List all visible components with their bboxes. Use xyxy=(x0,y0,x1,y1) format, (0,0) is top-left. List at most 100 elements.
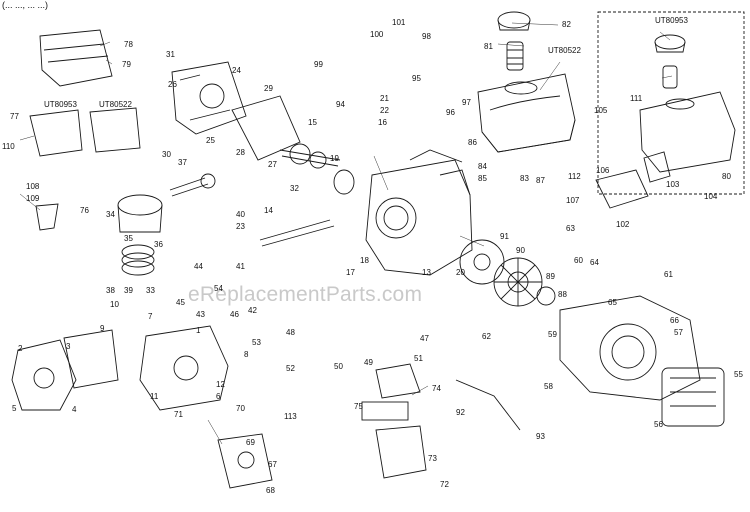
callout-62: 62 xyxy=(482,332,491,341)
flywheel xyxy=(459,239,505,285)
callout-24: 24 xyxy=(232,66,241,75)
callout-42: 42 xyxy=(248,306,257,315)
callout-107: 107 xyxy=(566,196,580,205)
callout-18: 18 xyxy=(360,256,369,265)
kit-label-ut80522-left: UT80522 xyxy=(99,100,132,109)
callout-77: 77 xyxy=(10,112,19,121)
callout-32: 32 xyxy=(290,184,299,193)
callout-94: 94 xyxy=(336,100,345,109)
callout-52: 52 xyxy=(286,364,295,373)
callout-57: 57 xyxy=(674,328,683,337)
callout-89: 89 xyxy=(546,272,555,281)
callout-27: 27 xyxy=(268,160,277,169)
muffler-left xyxy=(29,109,83,157)
fuel-filter-right xyxy=(662,65,678,89)
callout-100: 100 xyxy=(370,30,384,39)
callout-19: 19 xyxy=(330,154,339,163)
callout-23: 23 xyxy=(236,222,245,231)
connecting-rod xyxy=(169,173,216,197)
callout-31: 31 xyxy=(166,50,175,59)
callout-21: 21 xyxy=(380,94,389,103)
piston xyxy=(117,194,163,233)
cylinder-head xyxy=(139,325,229,411)
callout-26: 26 xyxy=(168,80,177,89)
callout-13: 13 xyxy=(422,268,431,277)
callout-78: 78 xyxy=(124,40,133,49)
air-cleaner-base xyxy=(375,425,427,479)
callout-3: 3 xyxy=(66,342,71,351)
callout-79: 79 xyxy=(122,60,131,69)
kit-label-ut80953-left: UT80953 xyxy=(44,100,77,109)
callout-35: 35 xyxy=(124,234,133,243)
callout-61: 61 xyxy=(664,270,673,279)
fuel-cap-center xyxy=(497,11,531,31)
kit-box-ut80953 xyxy=(597,11,745,195)
air-filter-element xyxy=(361,401,409,421)
callout-76: 76 xyxy=(80,206,89,215)
callout-22: 22 xyxy=(380,106,389,115)
gasket-case xyxy=(231,95,301,161)
callout-86: 86 xyxy=(468,138,477,147)
callout-51: 51 xyxy=(414,354,423,363)
kit-label-ut80522-center: UT80522 xyxy=(548,46,581,55)
callout-37: 37 xyxy=(178,158,187,167)
callout-110: 110 xyxy=(2,142,15,151)
callout-10: 10 xyxy=(110,300,119,309)
callout-84: 84 xyxy=(478,162,487,171)
callout-101: 101 xyxy=(392,18,406,27)
leader-lines xyxy=(19,22,673,445)
callout-91: 91 xyxy=(500,232,509,241)
engine-block xyxy=(365,149,473,276)
callout-98: 98 xyxy=(422,32,431,41)
callout-25: 25 xyxy=(206,136,215,145)
callout-113: 113 xyxy=(284,412,297,421)
callout-40: 40 xyxy=(236,210,245,219)
bearing xyxy=(333,169,355,195)
callout-46: 46 xyxy=(230,310,239,319)
callout-29: 29 xyxy=(264,84,273,93)
spark-arrestor xyxy=(35,203,59,231)
callout-11: 11 xyxy=(150,392,159,401)
callout-33: 33 xyxy=(146,286,155,295)
callout-63: 63 xyxy=(566,224,575,233)
callout-111: 111 xyxy=(630,94,643,103)
crankcase-cover xyxy=(171,61,247,135)
callout-73: 73 xyxy=(428,454,437,463)
callout-8: 8 xyxy=(244,350,249,359)
callout-1: 1 xyxy=(196,326,201,335)
callout-39: 39 xyxy=(124,286,133,295)
callout-109: 109 xyxy=(26,194,40,203)
callout-6: 6 xyxy=(216,392,221,401)
callout-58: 58 xyxy=(544,382,553,391)
watermark: eReplacementParts.com xyxy=(188,283,423,306)
kit-label-ut80953-right: UT80953 xyxy=(655,16,688,25)
callout-80: 80 xyxy=(722,172,731,181)
callout-2: 2 xyxy=(18,344,23,353)
callout-112: 112 xyxy=(568,172,581,181)
callout-68: 68 xyxy=(266,486,275,495)
cooling-fan xyxy=(493,257,543,307)
callout-71: 71 xyxy=(174,410,183,419)
callout-54: 54 xyxy=(214,284,223,293)
callout-75: 75 xyxy=(354,402,363,411)
callout-67: 67 xyxy=(268,460,277,469)
callout-41: 41 xyxy=(236,262,245,271)
callout-69: 69 xyxy=(246,438,255,447)
callout-97: 97 xyxy=(462,98,471,107)
callout-85: 85 xyxy=(478,174,487,183)
callout-102: 102 xyxy=(616,220,630,229)
crankshaft xyxy=(279,143,341,169)
callout-9: 9 xyxy=(100,324,105,333)
piston-rings xyxy=(121,244,155,276)
wire-lead xyxy=(455,379,521,431)
callout-66: 66 xyxy=(670,316,679,325)
callout-95: 95 xyxy=(412,74,421,83)
callout-5: 5 xyxy=(12,404,17,413)
callout-28: 28 xyxy=(236,148,245,157)
callout-12: 12 xyxy=(216,380,225,389)
callout-87: 87 xyxy=(536,176,545,185)
callout-99: 99 xyxy=(314,60,323,69)
callout-7: 7 xyxy=(148,312,153,321)
